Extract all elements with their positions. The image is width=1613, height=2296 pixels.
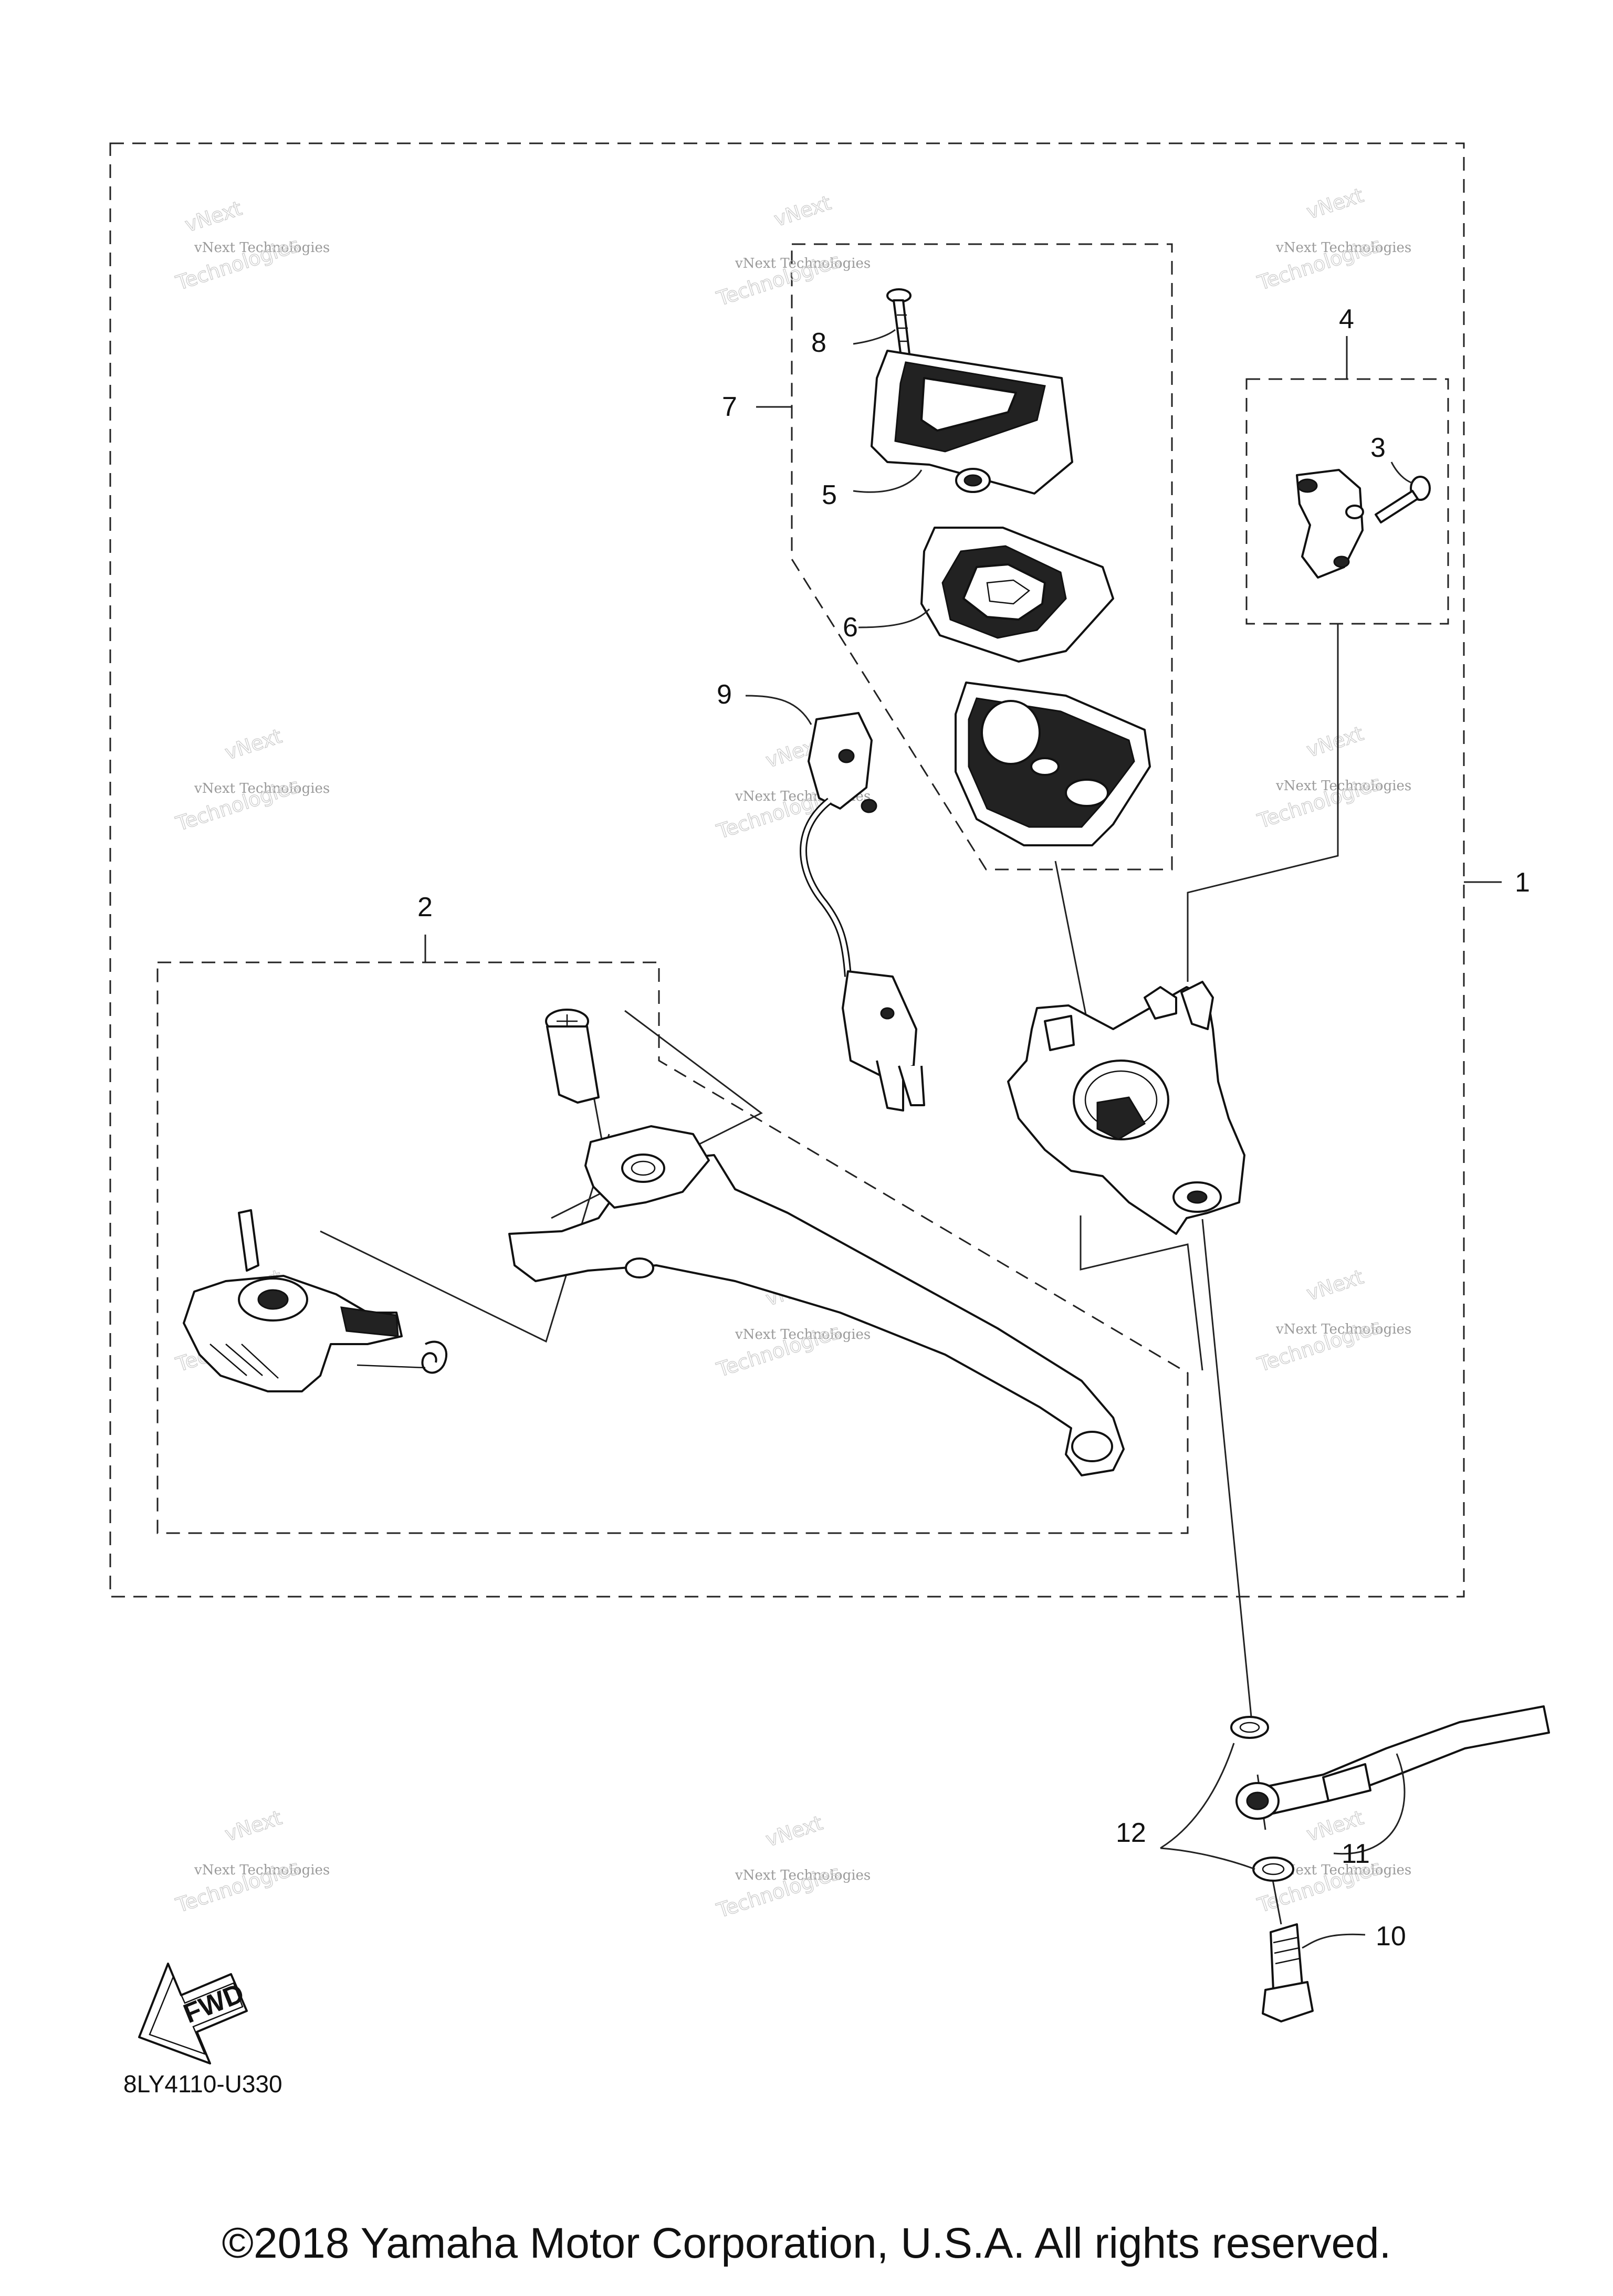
callout-10: 10: [1376, 1921, 1406, 1952]
callout-4: 4: [1339, 304, 1354, 334]
callout-3: 3: [1370, 433, 1386, 463]
svg-text:vNext: vNext: [222, 725, 285, 764]
clamp-holder: [1296, 469, 1364, 579]
svg-text:vNext Technologies: vNext Technologies: [194, 240, 330, 256]
callout-12: 12: [1116, 1818, 1146, 1848]
svg-text:vNext: vNext: [763, 1811, 825, 1851]
callout-2: 2: [417, 892, 433, 922]
leader-lines: [424, 329, 1502, 1949]
watermark: vNext vNext Technologies Technologies: [173, 724, 330, 836]
watermark: vNext vNext Technologies Technologies: [173, 196, 330, 295]
assembly-2-box: [156, 961, 1189, 1534]
master-cylinder-1: [1007, 981, 1245, 1235]
assembly-7-box: [791, 243, 1173, 871]
clutch-switch-9: [800, 712, 925, 1112]
svg-text:vNext: vNext: [222, 1806, 285, 1846]
reservoir-body: [955, 682, 1151, 846]
svg-text:vNext: vNext: [1304, 184, 1366, 224]
diaphragm-6: [920, 527, 1114, 663]
svg-text:vNext Technologies: vNext Technologies: [1275, 778, 1411, 794]
svg-text:vNext Technologies: vNext Technologies: [735, 1868, 871, 1883]
svg-text:vNext Technologies: vNext Technologies: [735, 256, 871, 271]
svg-text:vNext Technologies: vNext Technologies: [1275, 1862, 1411, 1878]
pivot-bolt: [545, 1009, 600, 1104]
watermark: vNext vNext Technologies Technologies: [1254, 1265, 1412, 1377]
callout-5: 5: [822, 480, 837, 510]
callout-1: 1: [1515, 867, 1530, 898]
svg-text:vNext: vNext: [771, 191, 834, 231]
callout-9: 9: [717, 679, 732, 710]
svg-text:vNext: vNext: [1304, 722, 1366, 762]
svg-text:vNext Technologies: vNext Technologies: [735, 1327, 871, 1343]
watermark: vNext vNext Technologies Technologies: [1254, 721, 1412, 833]
copyright-notice: ©2018 Yamaha Motor Corporation, U.S.A. A…: [222, 2219, 1391, 2267]
svg-text:vNext Technologies: vNext Technologies: [194, 1862, 330, 1878]
watermarks: vNext vNext Technologies Technologies vN…: [173, 183, 1412, 1923]
svg-text:vNext: vNext: [182, 196, 245, 236]
union-bolt-10: [1262, 1923, 1314, 2022]
washer-12-lower: [1252, 1857, 1294, 1882]
fwd-arrow-icon: FWD: [138, 1963, 248, 2064]
bolt-3: [1375, 476, 1431, 523]
svg-text:vNext Technologies: vNext Technologies: [1275, 1322, 1411, 1337]
svg-text:vNext Technologies: vNext Technologies: [194, 781, 330, 796]
callout-8: 8: [811, 328, 826, 358]
watermark: vNext vNext Technologies Technologies: [1254, 183, 1412, 295]
svg-text:vNext Technologies: vNext Technologies: [1275, 240, 1411, 256]
svg-text:vNext: vNext: [1304, 1265, 1366, 1305]
brake-hose-11: [1235, 1705, 1550, 1820]
washer-12-upper: [1230, 1716, 1269, 1739]
callout-11: 11: [1342, 1839, 1370, 1869]
assembly-1-box: [109, 142, 1465, 1598]
reservoir-cover-5: [871, 350, 1073, 495]
diagram-code: 8LY4110-U330: [123, 2070, 282, 2098]
callout-7: 7: [722, 392, 737, 422]
callout-6: 6: [843, 612, 858, 643]
watermark: vNext vNext Technologies Technologies: [714, 1811, 871, 1923]
adjuster-assembly: [183, 1209, 447, 1392]
clutch-lever: [508, 1125, 1125, 1476]
watermark: vNext vNext Technologies Technologies: [173, 1806, 330, 1917]
